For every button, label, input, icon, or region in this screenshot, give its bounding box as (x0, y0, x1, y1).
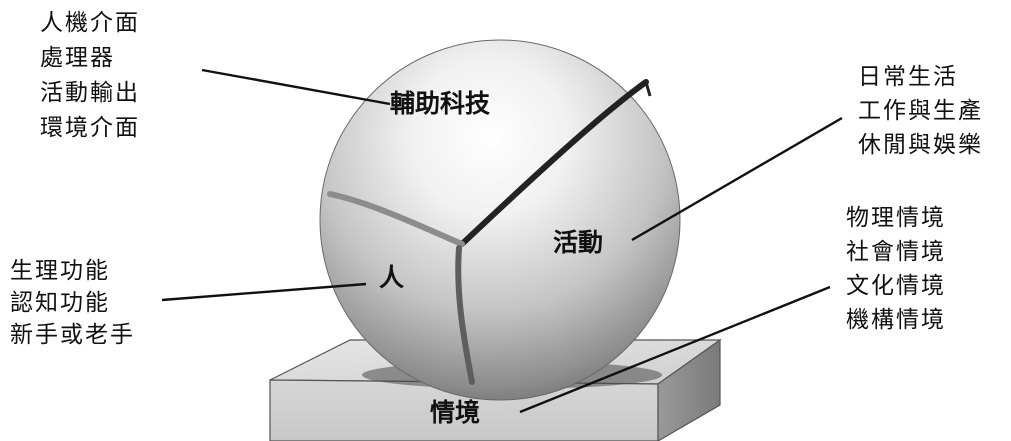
region-label-assistive-tech: 輔助科技 (390, 89, 490, 118)
seam-left (327, 191, 465, 247)
note-item: 生理功能 (10, 258, 110, 284)
note-item: 新手或老手 (10, 322, 135, 348)
callout-line-person (161, 282, 367, 302)
seam-top (459, 79, 649, 247)
note-item: 物理情境 (846, 205, 946, 231)
region-label-person: 人 (379, 263, 404, 292)
note-item: 日常生活 (858, 64, 958, 90)
region-label-activity: 活動 (553, 228, 603, 257)
seam-notch (644, 81, 652, 97)
note-item: 處理器 (40, 45, 115, 71)
note-item: 人機介面 (40, 10, 140, 36)
callout-line-context (519, 285, 831, 414)
notes-person: 生理功能 認知功能 新手或老手 (10, 258, 135, 348)
note-item: 社會情境 (846, 239, 946, 265)
callout-lines (161, 68, 843, 414)
note-item: 環境介面 (40, 115, 140, 141)
note-item: 工作與生產 (858, 98, 983, 124)
note-item: 認知功能 (10, 290, 110, 316)
notes-activity: 日常生活 工作與生產 休閒與娛樂 (858, 64, 983, 158)
callout-line-activity (631, 116, 843, 242)
note-item: 活動輸出 (40, 80, 140, 106)
note-item: 機構情境 (846, 307, 946, 333)
sphere (319, 39, 681, 401)
note-item: 文化情境 (846, 273, 946, 299)
seam-bottom (455, 245, 475, 385)
region-label-context: 情境 (430, 398, 480, 427)
callout-line-assistive-tech (201, 68, 391, 106)
notes-context: 物理情境 社會情境 文化情境 機構情境 (846, 205, 946, 333)
note-item: 休閒與娛樂 (858, 132, 983, 158)
notes-assistive-tech: 人機介面 處理器 活動輸出 環境介面 (40, 10, 140, 141)
